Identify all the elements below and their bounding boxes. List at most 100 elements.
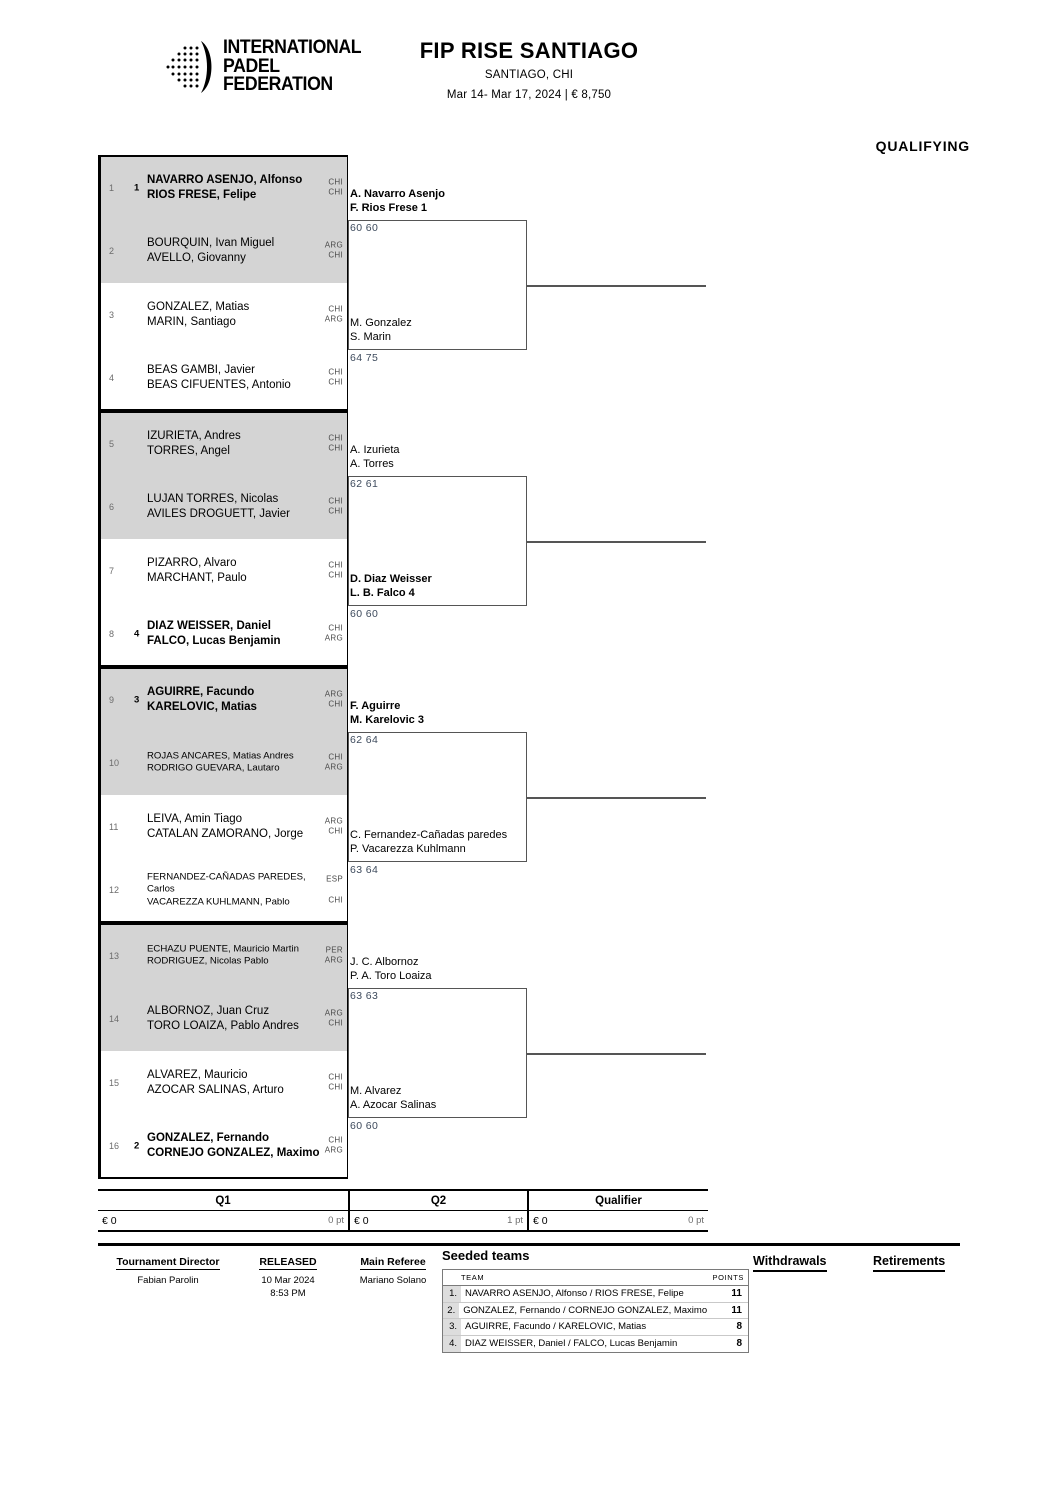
tournament-director-label: Tournament Director xyxy=(116,1256,220,1270)
slot-seed-number: 2 xyxy=(134,1140,140,1152)
seeded-team: NAVARRO ASENJO, Alfonso / RIOS FRESE, Fe… xyxy=(465,1288,684,1300)
tournament-title-block: FIP RISE SANTIAGO SANTIAGO, CHI Mar 14- … xyxy=(329,38,729,101)
slot-player-2: RODRIGO GUEVARA, Lautaro xyxy=(147,763,280,774)
slot-number: 2 xyxy=(109,246,115,256)
slot-number: 10 xyxy=(109,758,120,768)
prize-header-qualifier: Qualifier xyxy=(595,1194,642,1207)
seeded-team-header: TEAM xyxy=(461,1273,485,1282)
q1-score-bottom-1: 64 75 xyxy=(350,352,379,364)
slot-number: 12 xyxy=(109,885,120,895)
slot-player-2: AVILES DROGUETT, Javier xyxy=(147,508,290,520)
tournament-director-block: Tournament Director Fabian Parolin xyxy=(98,1252,238,1286)
seeded-team: DIAZ WEISSER, Daniel / FALCO, Lucas Benj… xyxy=(465,1338,678,1350)
seeded-rank: 3. xyxy=(443,1319,461,1335)
q1-score-bottom-2: 60 60 xyxy=(350,608,379,620)
slot-player-1: PIZARRO, Alvaro xyxy=(147,557,237,570)
slot-player-1: ECHAZU PUENTE, Mauricio Martin xyxy=(147,943,299,955)
q1-team-top-player1: A. Navarro Asenjo xyxy=(350,188,445,200)
slot-country-2: ARG xyxy=(324,634,343,643)
slot-country-1: ARG xyxy=(324,816,343,826)
slot-player-1: ROJAS ANCARES, Matias Andres xyxy=(147,750,294,762)
q1-team-bottom-player2: A. Azocar Salinas xyxy=(350,1099,437,1112)
q1-team-top-player1: F. Aguirre xyxy=(350,700,401,712)
q1-match-box-1[interactable] xyxy=(348,220,527,350)
withdrawals-label: Withdrawals xyxy=(753,1254,827,1272)
prize-money-qualifier: € 0 xyxy=(533,1214,548,1227)
slot-player-1: NAVARRO ASENJO, Alfonso xyxy=(147,174,303,187)
slot-country-1: ESP xyxy=(326,874,343,884)
slot-seed-number: 4 xyxy=(134,628,140,640)
released-label: RELEASED xyxy=(259,1256,317,1270)
slot-country-2: CHI xyxy=(328,1083,343,1092)
slot-number: 6 xyxy=(109,502,115,512)
logo-line-padel: PADEL xyxy=(223,55,280,77)
q1-team-top-player2: P. A. Toro Loaiza xyxy=(350,970,432,983)
slot-player-2: TORRES, Angel xyxy=(147,445,230,457)
released-time: 8:53 PM xyxy=(270,1288,306,1299)
slot-country-2: ARG xyxy=(324,315,343,324)
q1-match-box-3[interactable] xyxy=(348,732,527,862)
slot-country-1: ARG xyxy=(324,240,343,250)
main-referee-value: Mariano Solano xyxy=(359,1275,427,1286)
footer-divider xyxy=(98,1243,960,1246)
slot-country-1: ARG xyxy=(324,1008,343,1018)
slot-country-2: ARG xyxy=(324,956,343,965)
q2-connector-line-4 xyxy=(527,1053,706,1055)
slot-player-1: BEAS GAMBI, Javier xyxy=(147,364,256,377)
seeded-team: GONZALEZ, Fernando / CORNEJO GONZALEZ, M… xyxy=(463,1304,708,1316)
slot-player-1: GONZALEZ, Fernando xyxy=(147,1132,270,1145)
tournament-name: FIP RISE SANTIAGO xyxy=(419,38,639,63)
prize-value-q2: € 0 1 pt xyxy=(350,1211,529,1230)
slot-country-1: CHI xyxy=(328,367,343,377)
q1-match-box-2[interactable] xyxy=(348,476,527,606)
prize-points-q2: 1 pt xyxy=(507,1215,523,1226)
seeded-rank: 1. xyxy=(443,1286,461,1302)
ipf-logo: INTERNATIONAL PADEL FEDERATION xyxy=(165,36,362,98)
slot-country-2: CHI xyxy=(328,895,343,905)
slot-seed-number: 3 xyxy=(134,694,140,706)
prize-value-row: € 0 0 pt € 0 1 pt € 0 0 pt xyxy=(98,1211,708,1232)
slot-country-2: CHI xyxy=(328,251,343,260)
prize-header-q1: Q1 xyxy=(98,1191,350,1210)
tournament-dates: Mar 14- Mar 17, 2024 | € 8,750 xyxy=(446,89,612,101)
slot-country-1: CHI xyxy=(328,623,343,633)
slot-country-2: ARG xyxy=(324,763,343,772)
logo-line-international: INTERNATIONAL xyxy=(223,37,362,59)
slot-player-1: GONZALEZ, Matias xyxy=(147,301,250,314)
prize-value-qualifier: € 0 0 pt xyxy=(529,1211,708,1230)
slot-country-1: PER xyxy=(325,945,343,955)
q1-match-box-4[interactable] xyxy=(348,988,527,1118)
seeded-team-row: 2.GONZALEZ, Fernando / CORNEJO GONZALEZ,… xyxy=(443,1302,748,1319)
